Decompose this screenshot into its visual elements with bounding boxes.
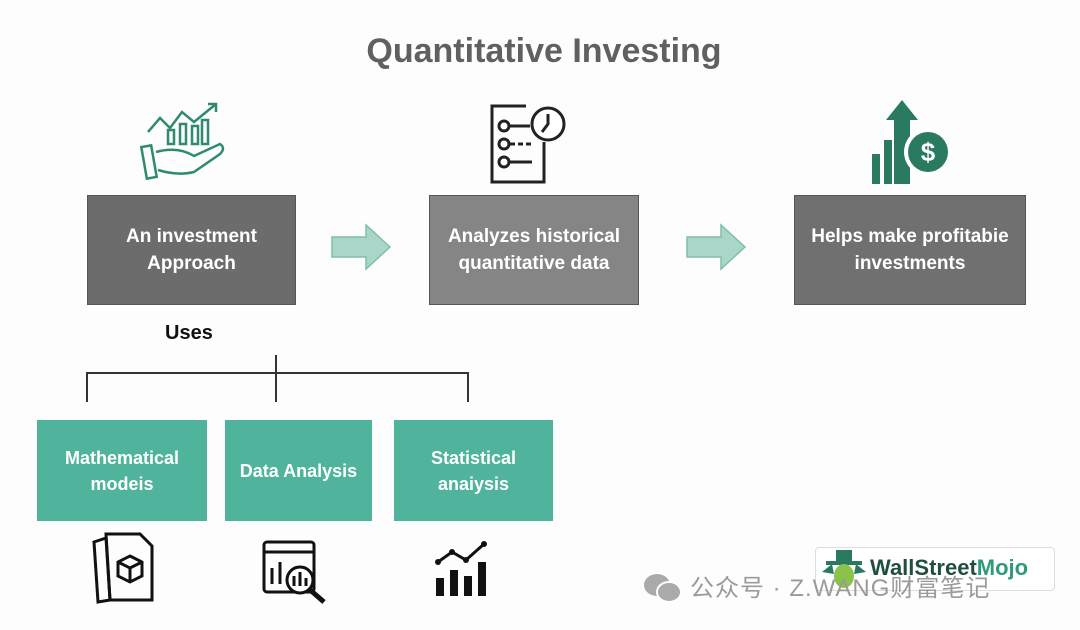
connector-line [467,372,469,402]
hand-growth-chart-icon [139,102,225,181]
uses-label-text: Mathematical [64,447,180,468]
wallstreetmojo-logo: WallStreetMojo [815,547,1055,591]
watermark-text: 公众号 · Z.WANG财富笔记 [690,575,991,602]
page-title: Quantitative Investing [366,32,722,70]
logo-text: WallStreetMojo [870,555,1028,581]
flow-label: investments [854,253,966,274]
uses-box-data-analysis: Data Analysis [225,420,372,521]
checklist-clock-icon [490,104,566,184]
logo-part1: WallStreet [870,555,977,580]
uses-box-mathematical-models: Mathematical modeis [37,420,207,521]
flow-box-analyzes-data: Analyzes historical quantitative data [429,195,639,305]
uses-box-statistical-analysis: Statistical anaiysis [394,420,553,521]
uses-label-text: Statistical [430,447,517,468]
arrow-right-icon [331,223,392,271]
connector-line [86,372,469,374]
uses-label-text: modeis [90,473,154,494]
connector-line [86,372,88,402]
flow-box-profitable-investments: Helps make profitabie investments [794,195,1026,305]
mascot-logo-icon [822,550,866,588]
analytics-magnifier-icon [262,540,326,604]
profit-dollar-arrow-icon: $ [872,100,952,184]
uses-label: Uses [165,322,213,344]
flow-label: An investment [126,226,257,247]
document-cube-icon [92,532,154,604]
arrow-right-icon [686,223,747,271]
logo-part2: Mojo [976,555,1029,580]
uses-label-text: anaiysis [437,473,510,494]
flow-label: Helps make profitabie [811,226,1009,247]
connector-line [275,355,277,402]
uses-label-text: Data Analysis [239,460,358,481]
flow-label: Analyzes historical [447,226,621,247]
flow-label: quantitative data [458,253,610,274]
flow-label: Approach [147,253,236,274]
wechat-icon [644,574,682,603]
bar-line-chart-icon [435,541,487,596]
svg-text:$: $ [921,137,936,167]
